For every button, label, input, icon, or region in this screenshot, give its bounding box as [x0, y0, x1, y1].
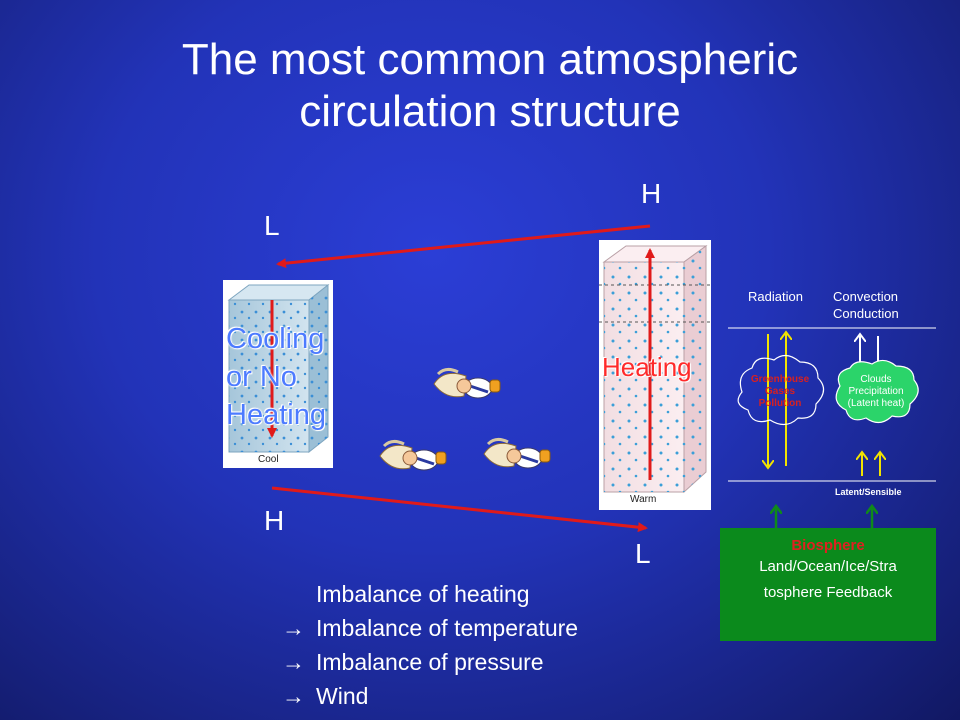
- cooling-line-2: or No: [226, 361, 297, 393]
- upper-flow-arrow: [276, 224, 651, 269]
- cool-caption: Cool: [258, 454, 279, 465]
- greenhouse-cloud-icon: [737, 354, 825, 426]
- title-line-1: The most common atmospheric: [181, 35, 799, 84]
- cooling-line-3: Heating: [226, 399, 326, 431]
- right-arrow-icon: →: [282, 615, 305, 641]
- clouds-line-3: (Latent heat): [847, 398, 905, 409]
- cooling-label: Cooling or No Heating: [226, 320, 346, 434]
- latent-sensible-label: Latent/Sensible: [835, 487, 902, 497]
- convection-text: Convection: [833, 289, 899, 304]
- biosphere-title: Biosphere: [791, 537, 865, 554]
- right-arrow-icon: →: [282, 649, 305, 675]
- greenhouse-line-1: Greenhouse: [750, 374, 810, 385]
- heating-label: Heating: [602, 352, 692, 382]
- imbalance-temperature: Imbalance of temperature: [316, 615, 579, 641]
- biosphere-box: Biosphere Land/Ocean/Ice/Stra tosphere F…: [720, 528, 936, 641]
- title-line-2: circulation structure: [299, 87, 681, 136]
- clouds-text: Clouds Precipitation (Latent heat): [836, 374, 916, 410]
- conduction-text: Conduction: [833, 306, 899, 321]
- radiation-heading: Radiation: [748, 289, 803, 304]
- clouds-cloud-icon: [835, 359, 919, 424]
- convection-heading: Convection Conduction: [833, 288, 899, 322]
- pressure-label-bottom-right: L: [635, 538, 651, 569]
- imbalance-pressure-item: → Imbalance of pressure: [282, 645, 578, 679]
- wind-figure-icon: [379, 439, 447, 471]
- biosphere-line-1: Land/Ocean/Ice/Stra: [759, 558, 897, 575]
- pressure-label-top-right: H: [641, 178, 662, 209]
- slide-title: The most common atmospheric circulation …: [80, 34, 900, 138]
- right-arrow-icon: →: [282, 683, 305, 709]
- wind-text: Wind: [316, 683, 369, 709]
- greenhouse-line-2: Gases: [764, 386, 796, 397]
- cooling-line-1: Cooling: [226, 323, 325, 355]
- clouds-line-1: Clouds: [860, 374, 892, 385]
- clouds-line-2: Precipitation: [848, 386, 904, 397]
- greenhouse-text: Greenhouse Gases Pollution: [742, 374, 818, 410]
- wind-item: → Wind: [282, 679, 578, 713]
- imbalance-temperature-item: → Imbalance of temperature: [282, 611, 578, 645]
- pressure-label-bottom-left: H: [264, 505, 285, 536]
- imbalance-pressure: Imbalance of pressure: [316, 649, 544, 675]
- imbalance-heating: Imbalance of heating: [316, 581, 530, 607]
- biosphere-line-2: tosphere Feedback: [763, 584, 893, 601]
- warm-caption: Warm: [630, 494, 657, 505]
- lower-flow-arrow: [271, 486, 648, 533]
- greenhouse-line-3: Pollution: [758, 398, 802, 409]
- cool-air-column: [223, 280, 333, 468]
- warm-air-column: [599, 240, 711, 510]
- wind-figure-icon: [433, 367, 501, 399]
- pressure-label-top-left: L: [264, 210, 280, 241]
- imbalance-list: Imbalance of heating → Imbalance of tempe…: [282, 577, 578, 713]
- wind-figure-icon: [483, 437, 551, 469]
